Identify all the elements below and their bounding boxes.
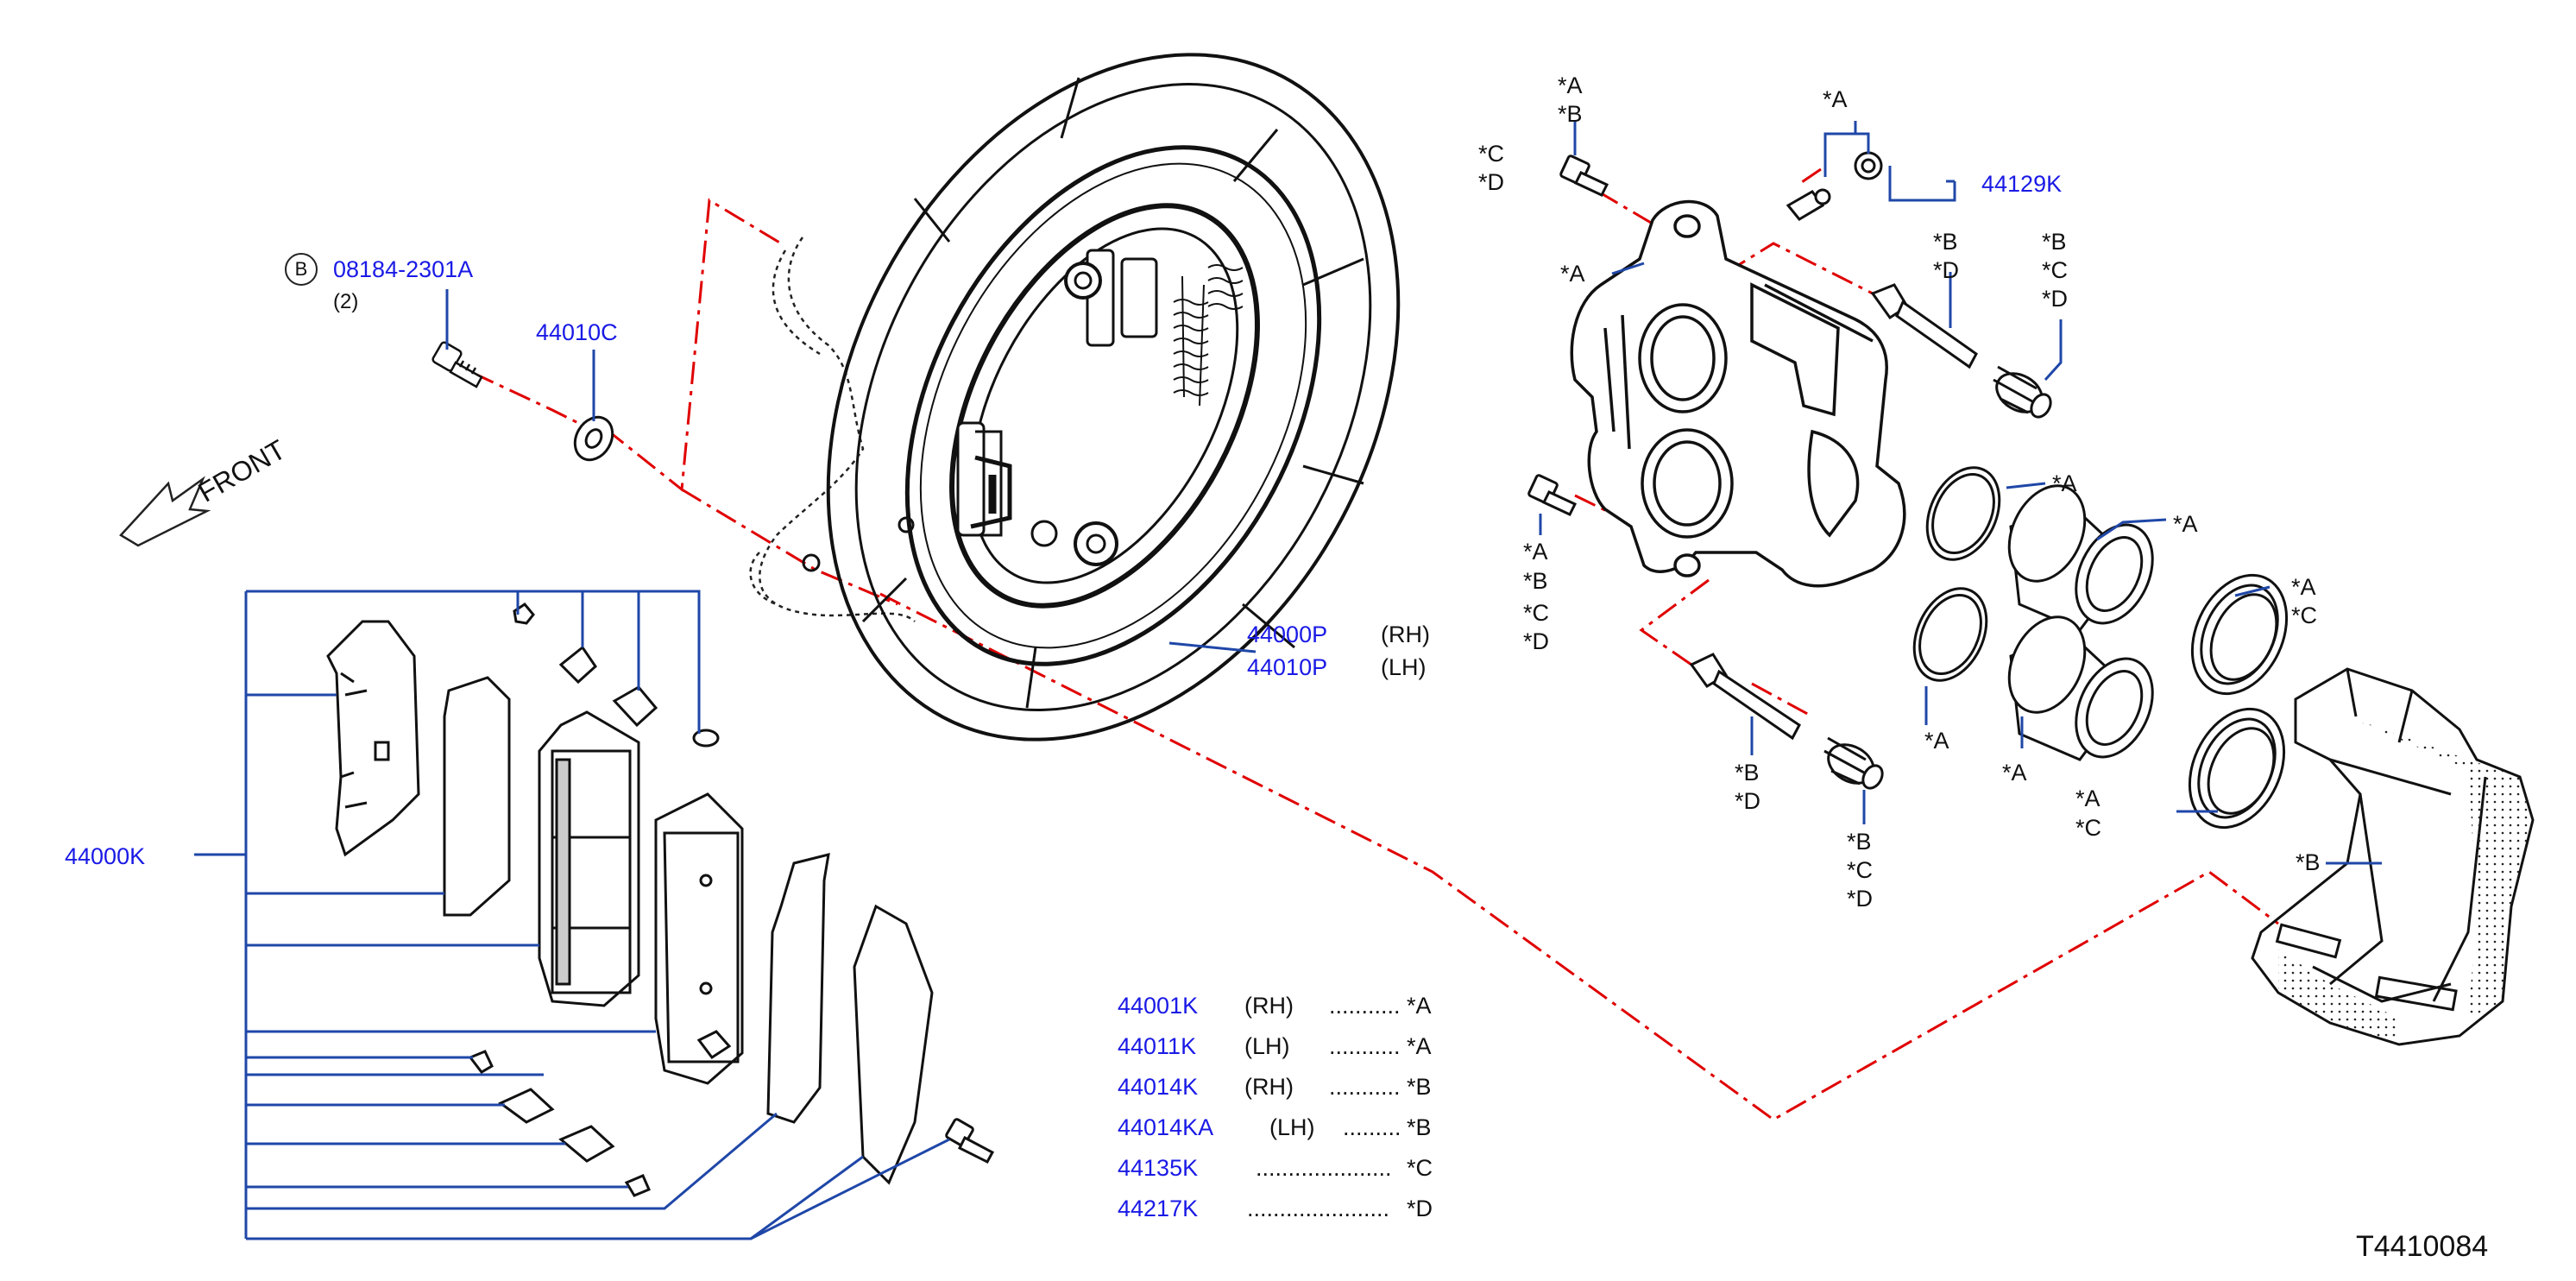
lower-pin-mark-d: *D <box>1735 788 1761 814</box>
seal-upper-icon <box>1925 466 2001 561</box>
washer-part-number[interactable]: 44010C <box>536 319 618 345</box>
legend-part-number[interactable]: 44014KA <box>1118 1114 1214 1140</box>
lower-bolt-mark-c: *C <box>1523 600 1550 626</box>
pad-clip-icons <box>468 603 732 1197</box>
circled-b-badge: B <box>285 253 318 286</box>
washer-icon <box>573 415 614 462</box>
upper-bolt-mark-c: *C <box>1478 141 1505 167</box>
shim-outer-a-icon <box>766 852 830 1124</box>
piston-seals <box>1912 466 2289 830</box>
upper-pin-boot-icon <box>1993 365 2052 419</box>
legend-mark: *A <box>1407 1033 1432 1059</box>
lower-boot-mark-b: *B <box>1847 829 1872 855</box>
legend-dots: ..................... <box>1256 1155 1392 1181</box>
backing-plate-lh-pn[interactable]: 44010P <box>1247 654 1328 680</box>
legend-side: (LH) <box>1244 1033 1290 1059</box>
lower-pin-mark-b: *B <box>1735 760 1760 786</box>
legend-part-number[interactable]: 44217K <box>1118 1196 1199 1221</box>
pad-bolt-icon <box>945 1118 995 1164</box>
brake-pad-inner-icon <box>538 710 640 1007</box>
figure-id: T4410084 <box>2356 1230 2489 1263</box>
lower-bolt-mark-b: *B <box>1523 568 1548 594</box>
seal-lower-mark: *A <box>1924 728 1949 754</box>
seal-upper-mark: *A <box>2052 470 2077 496</box>
caliper-housing-icon <box>1570 199 1906 588</box>
bracket-mark: *B <box>2296 849 2321 875</box>
upper-bolt-mark-a: *A <box>1558 73 1583 98</box>
backing-plate-lh-tag: (LH) <box>1381 654 1427 680</box>
legend-side: (RH) <box>1244 993 1294 1019</box>
legend-dots: ........... <box>1329 1033 1401 1059</box>
pad-kit-parts <box>326 603 995 1197</box>
legend-mark: *B <box>1407 1074 1432 1100</box>
dust-seal-lower-mark-c: *C <box>2075 815 2102 841</box>
legend-side: (LH) <box>1269 1114 1315 1140</box>
bolt-quantity: (2) <box>333 290 359 313</box>
brake-pad-outer-icon <box>654 792 744 1085</box>
bleeder-screw-icon <box>1786 188 1831 221</box>
caliper-housing-mark: *A <box>1560 261 1585 287</box>
upper-pin-mark-b: *B <box>1933 229 1958 255</box>
upper-caliper-bolt-icon <box>1559 155 1609 197</box>
bolt-icon <box>431 341 483 388</box>
piston-lower-mark: *A <box>2002 760 2027 786</box>
dust-seal-lower-icon <box>2188 707 2286 830</box>
lower-pin-boot-icon <box>1823 736 1884 790</box>
lower-bolt-mark-d: *D <box>1523 628 1550 654</box>
lower-bolt-mark-a: *A <box>1523 539 1548 565</box>
bolt-part-number[interactable]: 08184-2301A <box>333 256 474 282</box>
legend-dots: ........... <box>1329 993 1401 1019</box>
legend-part-number[interactable]: 44011K <box>1118 1033 1197 1059</box>
shim-outer-b-icon <box>853 904 934 1185</box>
centerlines <box>472 167 2279 1121</box>
piston-lower-icon <box>2007 615 2154 761</box>
dust-seal-upper-mark-a: *A <box>2291 574 2316 600</box>
upper-boot-mark-b: *B <box>2042 229 2067 255</box>
parking-brake-shoe-icon <box>802 203 1260 609</box>
lower-guide-pin-icon <box>1689 653 1801 741</box>
legend-side: (RH) <box>1244 1074 1294 1100</box>
legend-part-number[interactable]: 44014K <box>1118 1074 1199 1100</box>
piston-upper-mark: *A <box>2173 511 2198 537</box>
lower-boot-mark-c: *C <box>1847 857 1874 883</box>
seal-lower-icon <box>1912 587 1988 682</box>
legend-dots: ......... <box>1343 1114 1401 1140</box>
backing-plate-icon <box>826 53 1401 741</box>
caliper-small-parts <box>1527 151 2052 790</box>
front-arrow-icon <box>119 476 211 547</box>
bleeder-part-number[interactable]: 44129K <box>1981 171 2063 197</box>
bleeder-cap-icon <box>1854 151 1883 180</box>
legend-mark: *B <box>1407 1114 1432 1140</box>
upper-boot-mark-c: *C <box>2042 257 2069 283</box>
lower-boot-mark-d: *D <box>1847 886 1874 912</box>
shim-plate-icon <box>443 676 511 917</box>
upper-bolt-mark-d: *D <box>1478 169 1505 195</box>
legend-part-number[interactable]: 44135K <box>1118 1155 1199 1181</box>
dust-seal-upper-icon <box>2190 573 2289 696</box>
pad-kit-part-number[interactable]: 44000K <box>65 843 146 869</box>
piston-upper-icon <box>2007 484 2154 632</box>
upper-guide-pin-icon <box>1870 283 1978 369</box>
leader-lines <box>194 121 2382 1240</box>
legend-mark: *C <box>1407 1155 1433 1181</box>
upper-boot-mark-d: *D <box>2042 286 2069 312</box>
backing-plate-rh-pn[interactable]: 44000P <box>1247 622 1328 647</box>
legend-dots: ........... <box>1329 1074 1401 1100</box>
legend-mark: *D <box>1407 1196 1433 1221</box>
dust-seal-lower-mark-a: *A <box>2075 786 2100 811</box>
legend-mark: *A <box>1407 993 1432 1019</box>
backing-plate-rh-tag: (RH) <box>1381 622 1430 647</box>
legend-dots: ...................... <box>1247 1196 1390 1221</box>
lower-caliper-bolt-icon <box>1527 474 1578 516</box>
caliper-bracket-icon <box>2251 667 2535 1046</box>
upper-bolt-mark-b: *B <box>1558 101 1583 127</box>
bleeder-mark-a: *A <box>1823 86 1848 112</box>
anti-squeal-shim-icon <box>326 620 420 857</box>
upper-pin-mark-d: *D <box>1933 257 1960 283</box>
legend-part-number[interactable]: 44001K <box>1118 993 1199 1019</box>
dust-shield-icon <box>749 237 916 622</box>
dust-seal-upper-mark-c: *C <box>2291 603 2318 628</box>
